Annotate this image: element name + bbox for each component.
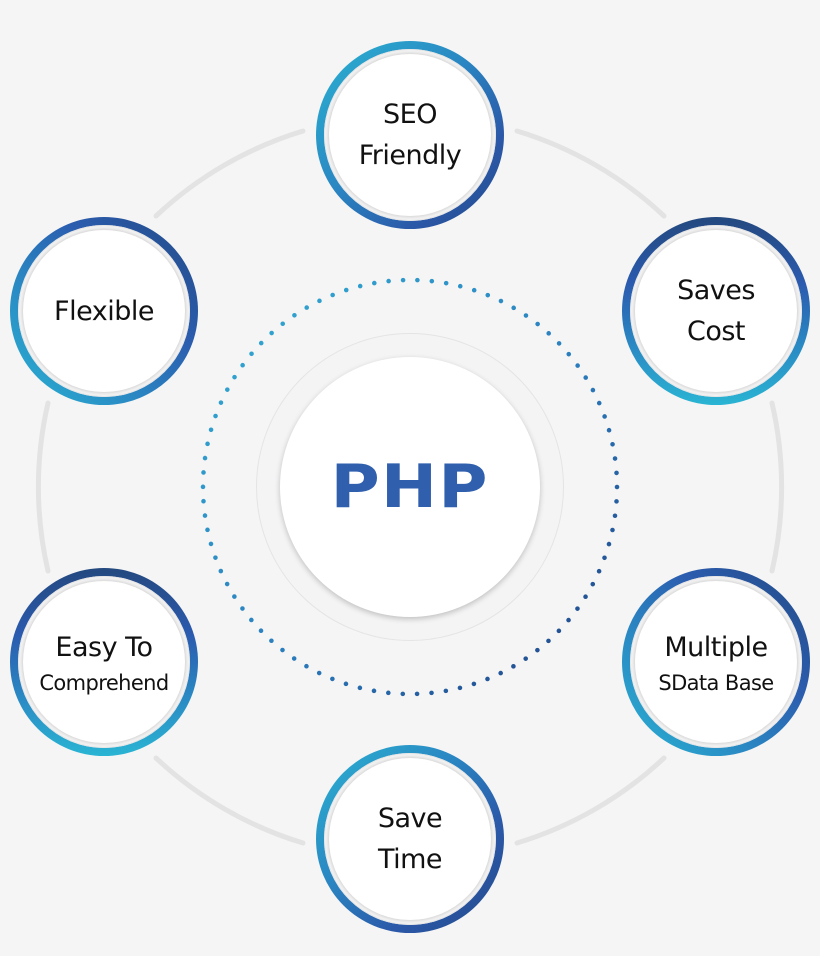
node-saves-cost: Saves Cost [622, 217, 810, 405]
node-multiple-database: Multiple SData Base [622, 568, 810, 756]
node-label-line2: Cost [686, 316, 746, 347]
center-label: PHP [330, 452, 490, 522]
node-label-line2: Friendly [358, 140, 462, 171]
node-label-line2: Comprehend [39, 670, 169, 695]
node-label-line1: Flexible [54, 295, 154, 327]
node-label-line1: Saves [677, 275, 755, 306]
node-label-line2: SData Base [658, 670, 774, 695]
node-easy-to-comprehend: Easy To Comprehend [10, 568, 198, 756]
center-node: PHP [280, 357, 540, 617]
dotted-ring [200, 277, 620, 697]
node-save-time: Save Time [316, 745, 504, 933]
node-label-line2: Time [377, 844, 443, 875]
outer-connector-ring [35, 128, 785, 846]
node-label-line1: SEO [383, 99, 437, 130]
node-label-line1: Multiple [664, 631, 768, 663]
node-flexible: Flexible [10, 217, 198, 405]
node-seo-friendly: SEO Friendly [316, 41, 504, 229]
node-label-line1: Easy To [55, 631, 153, 663]
node-label-line1: Save [377, 803, 443, 834]
